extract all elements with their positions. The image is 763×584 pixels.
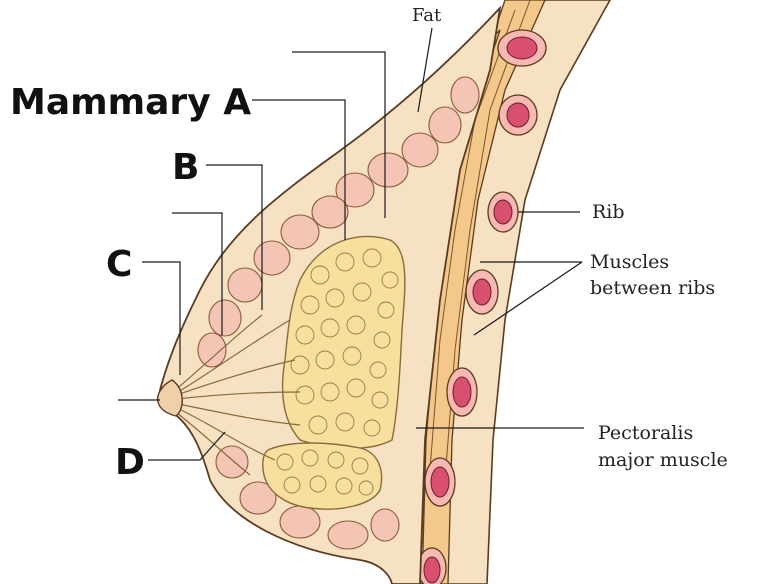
upper-gland-mass: [281, 235, 406, 449]
rib-icon: [424, 457, 456, 507]
label-muscles-line1: Muscles: [590, 251, 669, 273]
rib-icon: [417, 547, 447, 584]
leader-line-fat: [417, 27, 433, 113]
label-pectoralis-line1: Pectoralis: [598, 422, 693, 444]
leader-line-unlabeled-mid: [172, 212, 223, 335]
rib-icon: [487, 191, 519, 233]
label-mammary-a: Mammary A: [10, 82, 251, 123]
leader-line-c: [142, 261, 181, 375]
leader-line-d: [148, 431, 226, 461]
label-d: D: [115, 442, 145, 483]
leader-lines: [118, 27, 584, 461]
breast: [156, 5, 502, 584]
leader-line-unlabeled-top: [292, 51, 386, 218]
label-pectoralis-line2: major muscle: [598, 449, 728, 471]
fat-lobules: [197, 76, 480, 550]
ribs: [417, 29, 547, 584]
leader-line-b: [206, 164, 263, 310]
rib-icon: [465, 269, 499, 315]
rib-icon: [446, 367, 478, 417]
label-rib: Rib: [592, 201, 625, 223]
nipple: [156, 379, 183, 417]
glandular-tissue: [262, 235, 406, 510]
label-b: B: [172, 147, 199, 188]
labels: Mammary A B C D Fat Rib Muscles between …: [10, 5, 728, 483]
label-fat: Fat: [412, 5, 442, 26]
label-c: C: [106, 244, 132, 285]
label-muscles-line2: between ribs: [590, 277, 715, 299]
rib-icon: [497, 29, 547, 67]
rib-icon: [498, 94, 538, 136]
leader-line-muscles-lower: [473, 261, 583, 336]
leader-line-mammary-a: [252, 99, 346, 240]
